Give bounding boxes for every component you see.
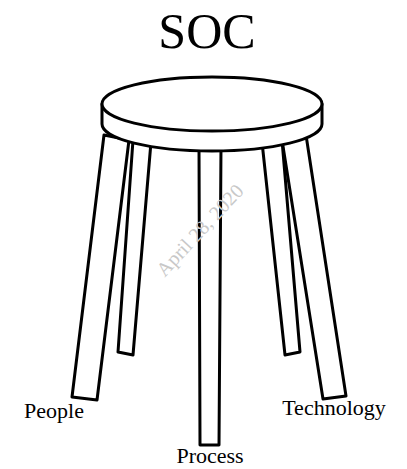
leg-label: Process xyxy=(176,445,243,467)
stool-leg xyxy=(118,140,151,355)
stool-leg xyxy=(72,135,129,400)
leg-label: Technology xyxy=(282,397,386,419)
leg-label: People xyxy=(24,400,84,422)
stool-leg xyxy=(199,145,221,445)
diagram-title: SOC xyxy=(158,6,255,56)
stool-seat-top xyxy=(102,77,322,131)
stool-leg xyxy=(262,140,300,355)
